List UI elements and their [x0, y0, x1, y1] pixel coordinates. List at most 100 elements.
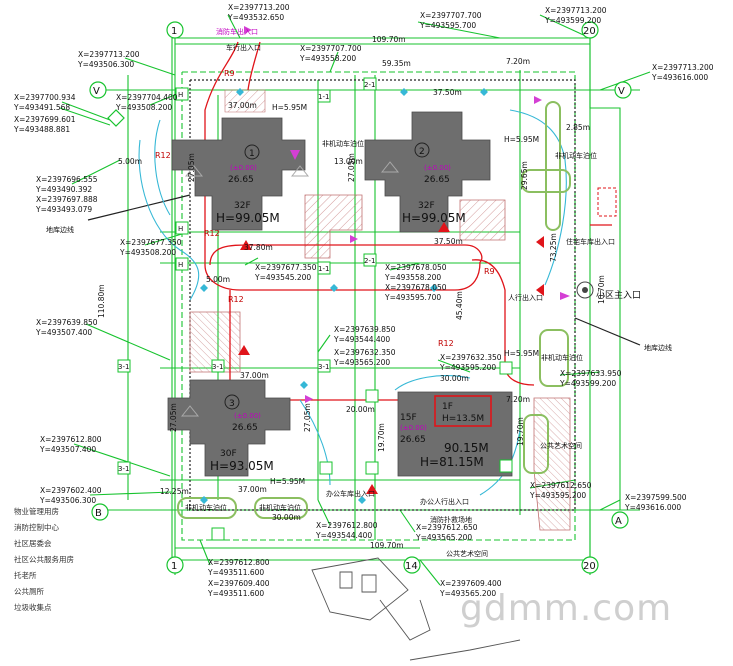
- magenta-arrows: [244, 26, 570, 403]
- office-building-footprint: [397, 391, 513, 477]
- label-bike-4: 非机动车泊位: [185, 503, 227, 512]
- building-elev-zero: (±0.00): [234, 412, 261, 420]
- dim-3750b: 37.50m: [434, 237, 463, 246]
- label-fire-site: 消防扑救场地: [430, 515, 472, 524]
- landscape-paths: [138, 109, 567, 496]
- dim-2000: 20.00m: [346, 405, 375, 414]
- coord-x: X=2397612.650: [416, 523, 478, 532]
- building-floors: 32F: [418, 201, 435, 211]
- office-highlight-box: [434, 395, 492, 427]
- coord-y: Y=493595.700: [384, 293, 441, 302]
- dim-595c: H=5.95M: [504, 349, 539, 358]
- dim-3700b: 37.00m: [240, 371, 269, 380]
- coord-y: Y=493565.200: [439, 589, 496, 598]
- label-bike-2: 非机动车泊位: [322, 139, 364, 148]
- building-height: H=93.05M: [210, 459, 274, 473]
- dim-3000b: 30.00m: [272, 513, 301, 522]
- dim-1225: 12.25m: [160, 487, 189, 496]
- axis-labels: 1 20 V V B A 1 20 14 H H H 2-1 2-1 1-1 1…: [93, 26, 625, 572]
- label-office-entry: 办公车库出入口: [326, 489, 375, 498]
- coord-y: Y=493508.200: [115, 103, 172, 112]
- coord-x: X=2397678.050: [385, 283, 447, 292]
- coord-x: X=2397599.500: [625, 493, 687, 502]
- coord-y: Y=493545.200: [254, 273, 311, 282]
- cyan-markers: [200, 88, 488, 504]
- label-pedestrian-entry: 人行出入口: [508, 293, 543, 302]
- dim-595d: H=5.95M: [270, 477, 305, 486]
- label-office-pedestrian: 办公人行出入口: [420, 497, 469, 506]
- axis-tag: 3-1: [318, 363, 329, 371]
- building-1-footprint: [171, 117, 306, 231]
- building-height: H=81.15M: [420, 455, 484, 469]
- coordinate-labels: X=2397713.200 Y=493532.650 X=2397707.700…: [13, 3, 714, 598]
- building-floors: 30F: [220, 449, 237, 459]
- legend-item: 消防控制中心: [14, 522, 59, 532]
- coord-x: X=2397677.350: [120, 238, 182, 247]
- dimension-labels: 109.70m 109.70m 110.80m 59.35m 37.50m 37…: [97, 35, 606, 550]
- coord-y: Y=493511.600: [207, 589, 264, 598]
- building-3-footprint: [167, 379, 291, 477]
- dim-500b: 5.00m: [206, 275, 230, 284]
- coord-y: Y=493532.650: [227, 13, 284, 22]
- coord-x: X=2397707.700: [420, 11, 482, 20]
- dim-3780: 37.80m: [244, 243, 273, 252]
- dim-720: 7.20m: [506, 57, 530, 66]
- building-elev: 26.65: [424, 175, 450, 185]
- label-r12: R12: [228, 295, 244, 304]
- dim-left: 110.80m: [97, 284, 106, 318]
- coord-x: X=2397713.200: [78, 50, 140, 59]
- dim-285: 2.85m: [566, 123, 590, 132]
- coord-y: Y=493491.568: [13, 103, 70, 112]
- dim-500a: 5.00m: [118, 157, 142, 166]
- coord-x: X=2397612.800: [40, 435, 102, 444]
- surrounding-buildings: [311, 557, 521, 661]
- building-floors: 32F: [234, 201, 251, 211]
- label-vehicle-entry: 车行出入口: [226, 43, 261, 52]
- dim-595b: H=5.95M: [504, 135, 539, 144]
- axis-tags: [117, 77, 513, 541]
- axis-tag: 2-1: [364, 257, 375, 265]
- building-elev-zero: (±0.00): [400, 424, 427, 432]
- coord-x: X=2397713.200: [652, 63, 714, 72]
- axis-label-1: 1: [171, 26, 177, 37]
- coord-y: Y=493506.300: [77, 60, 134, 69]
- dim-2705c: 27.05m: [169, 403, 178, 432]
- coord-y: Y=493616.000: [624, 503, 681, 512]
- survey-marker: [59, 107, 125, 127]
- coord-x: X=2397700.934: [14, 93, 76, 102]
- coord-x: X=2397677.350: [255, 263, 317, 272]
- coord-x: X=2397632.350: [334, 348, 396, 357]
- label-bike-1: 非机动车泊位: [555, 151, 597, 160]
- building-elev-zero: (±0.00): [424, 164, 451, 172]
- axis-tag: 1-1: [318, 93, 329, 101]
- dim-3700c: 37.00m: [238, 485, 267, 494]
- dim-2965: 29.65m: [520, 161, 529, 190]
- coord-x: X=2397609.400: [208, 579, 270, 588]
- basement-outline: [87, 79, 641, 511]
- coord-x: X=2397639.850: [334, 325, 396, 334]
- coord-y: Y=493558.200: [384, 273, 441, 282]
- coord-y: Y=493599.200: [544, 16, 601, 25]
- main-entrance-symbol: [576, 281, 594, 299]
- building-floors: 15F: [400, 413, 417, 423]
- axis-tag: 3-1: [212, 363, 223, 371]
- axis-tag: H: [178, 225, 183, 233]
- dim-7325: 73.25m: [549, 233, 558, 262]
- label-r12: R12: [438, 339, 454, 348]
- coord-x: X=2397696.555: [36, 175, 98, 184]
- watermark: gdmm.com: [460, 588, 672, 629]
- legend-item: 社区公共服务用房: [14, 554, 74, 564]
- coord-y: Y=493565.200: [415, 533, 472, 542]
- coord-x: X=2397697.888: [36, 195, 98, 204]
- axis-label-v: V: [93, 86, 100, 97]
- legend: 物业管理用房 消防控制中心 社区居委会 社区公共服务用房 托老所 公共厕所 垃圾…: [14, 506, 74, 612]
- legend-item: 垃圾收集点: [14, 602, 52, 612]
- annotation-labels: 消防车出入口 车行出入口 地库边线 地库边线 小区主入口 住宅车库出入口 人行出…: [46, 27, 672, 558]
- axis-label-20: 20: [583, 26, 596, 37]
- label-r12: R12: [204, 229, 220, 238]
- coord-x: X=2397704.400: [116, 93, 178, 102]
- building-height-2: 90.15M: [444, 441, 489, 455]
- coord-y: Y=493565.200: [333, 358, 390, 367]
- label-public-space: 公共艺术空间: [540, 441, 582, 450]
- coord-y: Y=493508.200: [119, 248, 176, 257]
